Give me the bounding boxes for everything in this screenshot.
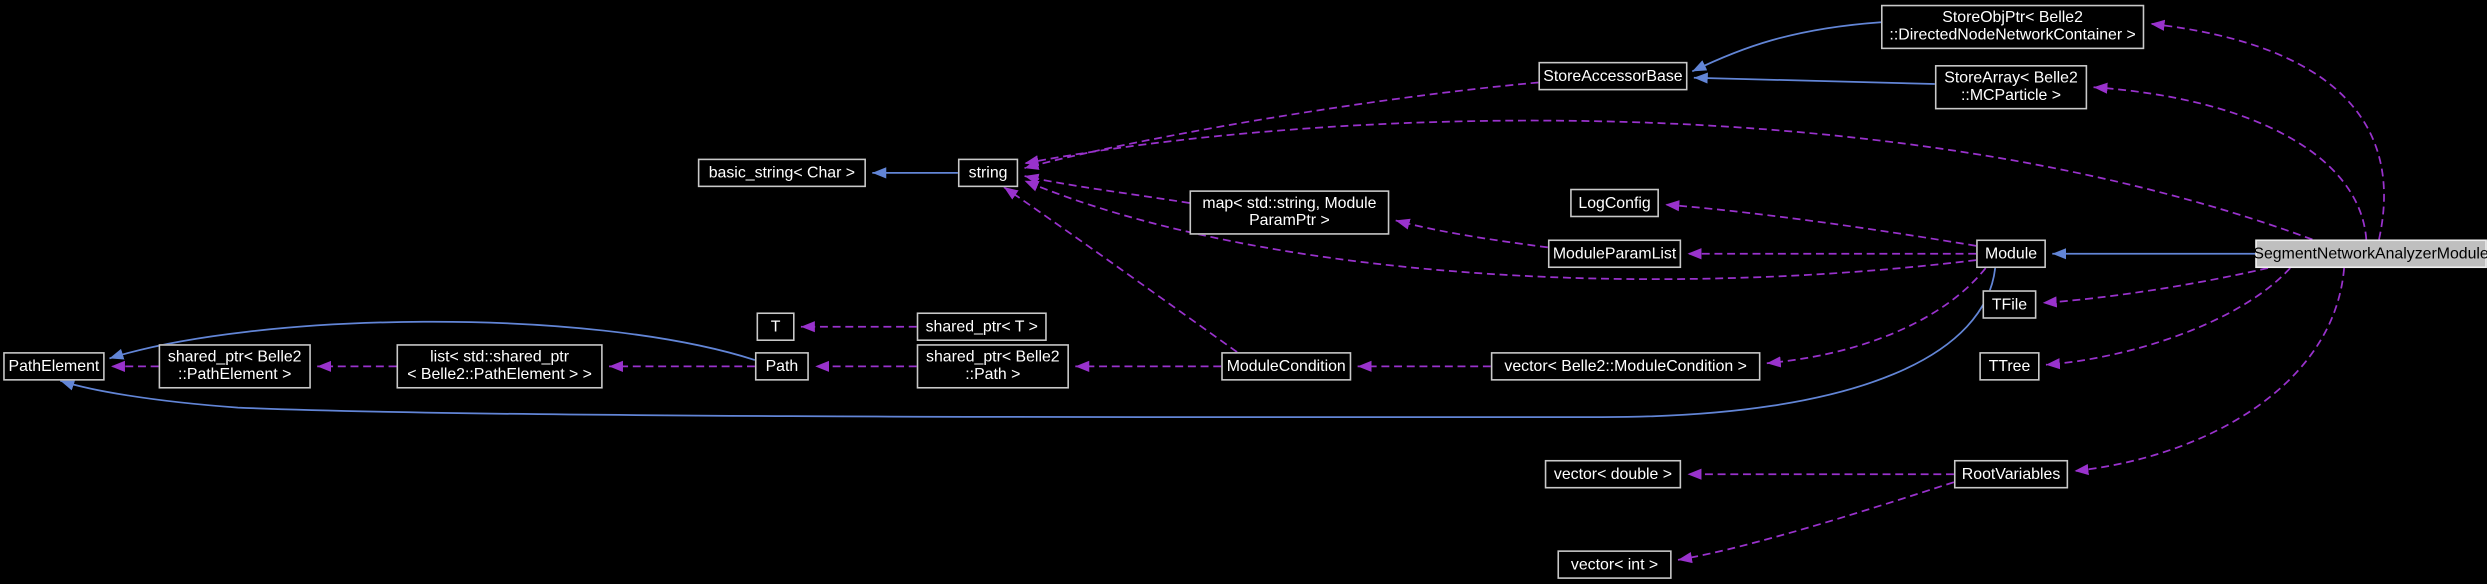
node-logconfig[interactable]: LogConfig — [1570, 188, 1659, 218]
node-segmentnetworkanalyzermodule: SegmentNetworkAnalyzerModule — [2253, 239, 2487, 269]
node-storearray-mcparticle[interactable]: StoreArray< Belle2 ::MCParticle > — [1934, 65, 2088, 110]
edge-snam-rootvariables — [2074, 267, 2345, 476]
node-sharedptr-t[interactable]: shared_ptr< T > — [916, 312, 1047, 341]
node-vector-int[interactable]: vector< int > — [1557, 550, 1672, 579]
node-t[interactable]: T — [756, 312, 795, 341]
node-map-moduleparamptr[interactable]: map< std::string, Module ParamPtr > — [1189, 190, 1390, 235]
edge-storeaccessorbase-string — [1024, 81, 1539, 170]
edge-rootvariables-vectorint — [1677, 481, 1955, 564]
edge-map-string — [1024, 173, 1190, 204]
node-sharedptr-pathelement[interactable]: shared_ptr< Belle2 ::PathElement > — [158, 344, 311, 389]
edge-module-pathelement — [59, 267, 1997, 419]
node-module[interactable]: Module — [1976, 239, 2046, 269]
node-pathelement[interactable]: PathElement — [3, 352, 105, 381]
node-list-sharedptr-pathelement[interactable]: list< std::shared_ptr < Belle2::PathElem… — [396, 344, 603, 389]
node-vector-modulecondition[interactable]: vector< Belle2::ModuleCondition > — [1490, 352, 1761, 381]
node-modulecondition[interactable]: ModuleCondition — [1221, 352, 1352, 381]
edge-module-string — [1024, 179, 1977, 281]
edge-snam-string — [1024, 119, 2313, 241]
node-storeaccessorbase[interactable]: StoreAccessorBase — [1538, 61, 1688, 91]
node-rootvariables[interactable]: RootVariables — [1953, 459, 2069, 489]
edge-modulecondition-string — [1003, 186, 1238, 353]
edge-module-vectormodulecondition — [1766, 267, 1987, 368]
edge-snam-storearray — [2093, 82, 2368, 240]
edge-storearray-storeaccessorbase — [1693, 72, 1935, 85]
node-sharedptr-path[interactable]: shared_ptr< Belle2 ::Path > — [916, 344, 1069, 389]
edge-storeobjptr-storeaccessorbase — [1691, 21, 1882, 73]
node-basicstring-char[interactable]: basic_string< Char > — [697, 158, 866, 188]
edge-snam-ttree — [2045, 267, 2291, 370]
node-storeobjptr-directednodenetworkcontainer[interactable]: StoreObjPtr< Belle2 ::DirectedNodeNetwor… — [1880, 4, 2145, 50]
node-tfile[interactable]: TFile — [1982, 290, 2037, 319]
node-string[interactable]: string — [957, 158, 1019, 188]
node-vector-double[interactable]: vector< double > — [1544, 459, 1682, 489]
node-moduleparamlist[interactable]: ModuleParamList — [1547, 239, 1682, 269]
edge-moduleparamlist-map — [1395, 218, 1549, 249]
edge-snam-tfile — [2042, 267, 2269, 308]
node-ttree[interactable]: TTree — [1979, 352, 2040, 381]
edge-snam-storeobjptr — [2150, 19, 2385, 240]
edge-path-pathelement — [109, 320, 756, 361]
edge-module-logconfig — [1665, 200, 1977, 247]
node-path[interactable]: Path — [754, 352, 809, 381]
